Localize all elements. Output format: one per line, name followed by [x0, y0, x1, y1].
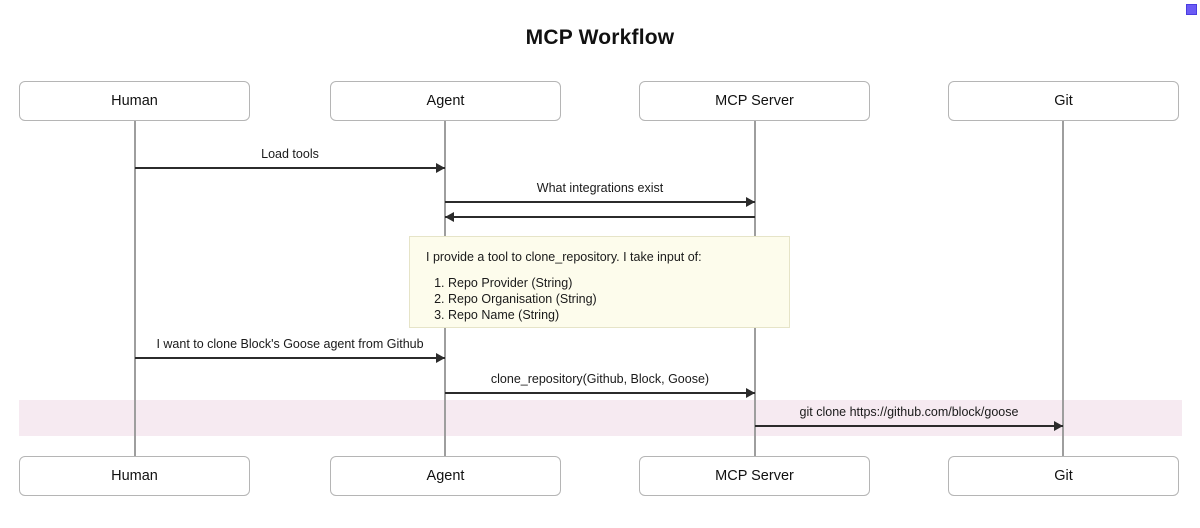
actor-box-mcp-bottom[interactable]: MCP Server [639, 456, 870, 496]
actor-box-agent-bottom[interactable]: Agent [330, 456, 561, 496]
message-label: clone_repository(Github, Block, Goose) [490, 372, 710, 386]
actor-box-git-top[interactable]: Git [948, 81, 1179, 121]
message-line [135, 357, 445, 359]
actor-label: Human [111, 93, 158, 109]
message-line [445, 392, 755, 394]
message-label: Load tools [261, 147, 319, 161]
actor-label: Git [1054, 468, 1073, 484]
page-title: MCP Workflow [525, 26, 675, 49]
message-label: What integrations exist [536, 181, 664, 195]
actor-label: Git [1054, 93, 1073, 109]
actor-box-git-bottom[interactable]: Git [948, 456, 1179, 496]
actor-label: Agent [426, 93, 465, 109]
note-item-list: Repo Provider (String)Repo Organisation … [426, 275, 775, 323]
arrowhead-right-icon [436, 162, 445, 173]
note-box: I provide a tool to clone_repository. I … [409, 236, 790, 328]
actor-box-agent-top[interactable]: Agent [330, 81, 561, 121]
note-heading: I provide a tool to clone_repository. I … [426, 250, 702, 264]
message-label: I want to clone Block's Goose agent from… [156, 337, 424, 351]
actor-label: Human [111, 468, 158, 484]
arrowhead-right-icon [746, 387, 755, 398]
lifeline-human [134, 121, 136, 456]
arrowhead-right-icon [746, 196, 755, 207]
message-label: git clone https://github.com/block/goose [799, 405, 1019, 419]
highlight-band [19, 400, 1182, 436]
actor-box-mcp-top[interactable]: MCP Server [639, 81, 870, 121]
actor-label: MCP Server [715, 93, 794, 109]
note-item: Repo Name (String) [448, 307, 775, 323]
arrowhead-left-icon [445, 211, 454, 222]
arrowhead-right-icon [1054, 420, 1063, 431]
actor-label: Agent [426, 468, 465, 484]
message-line [445, 201, 755, 203]
message-line [755, 425, 1063, 427]
arrowhead-right-icon [436, 352, 445, 363]
actor-box-human-bottom[interactable]: Human [19, 456, 250, 496]
lifeline-git [1062, 121, 1064, 456]
message-line [135, 167, 445, 169]
actor-box-human-top[interactable]: Human [19, 81, 250, 121]
message-line [445, 216, 755, 218]
note-item: Repo Provider (String) [448, 275, 775, 291]
actor-label: MCP Server [715, 468, 794, 484]
corner-marker-icon [1186, 4, 1197, 15]
note-item: Repo Organisation (String) [448, 291, 775, 307]
